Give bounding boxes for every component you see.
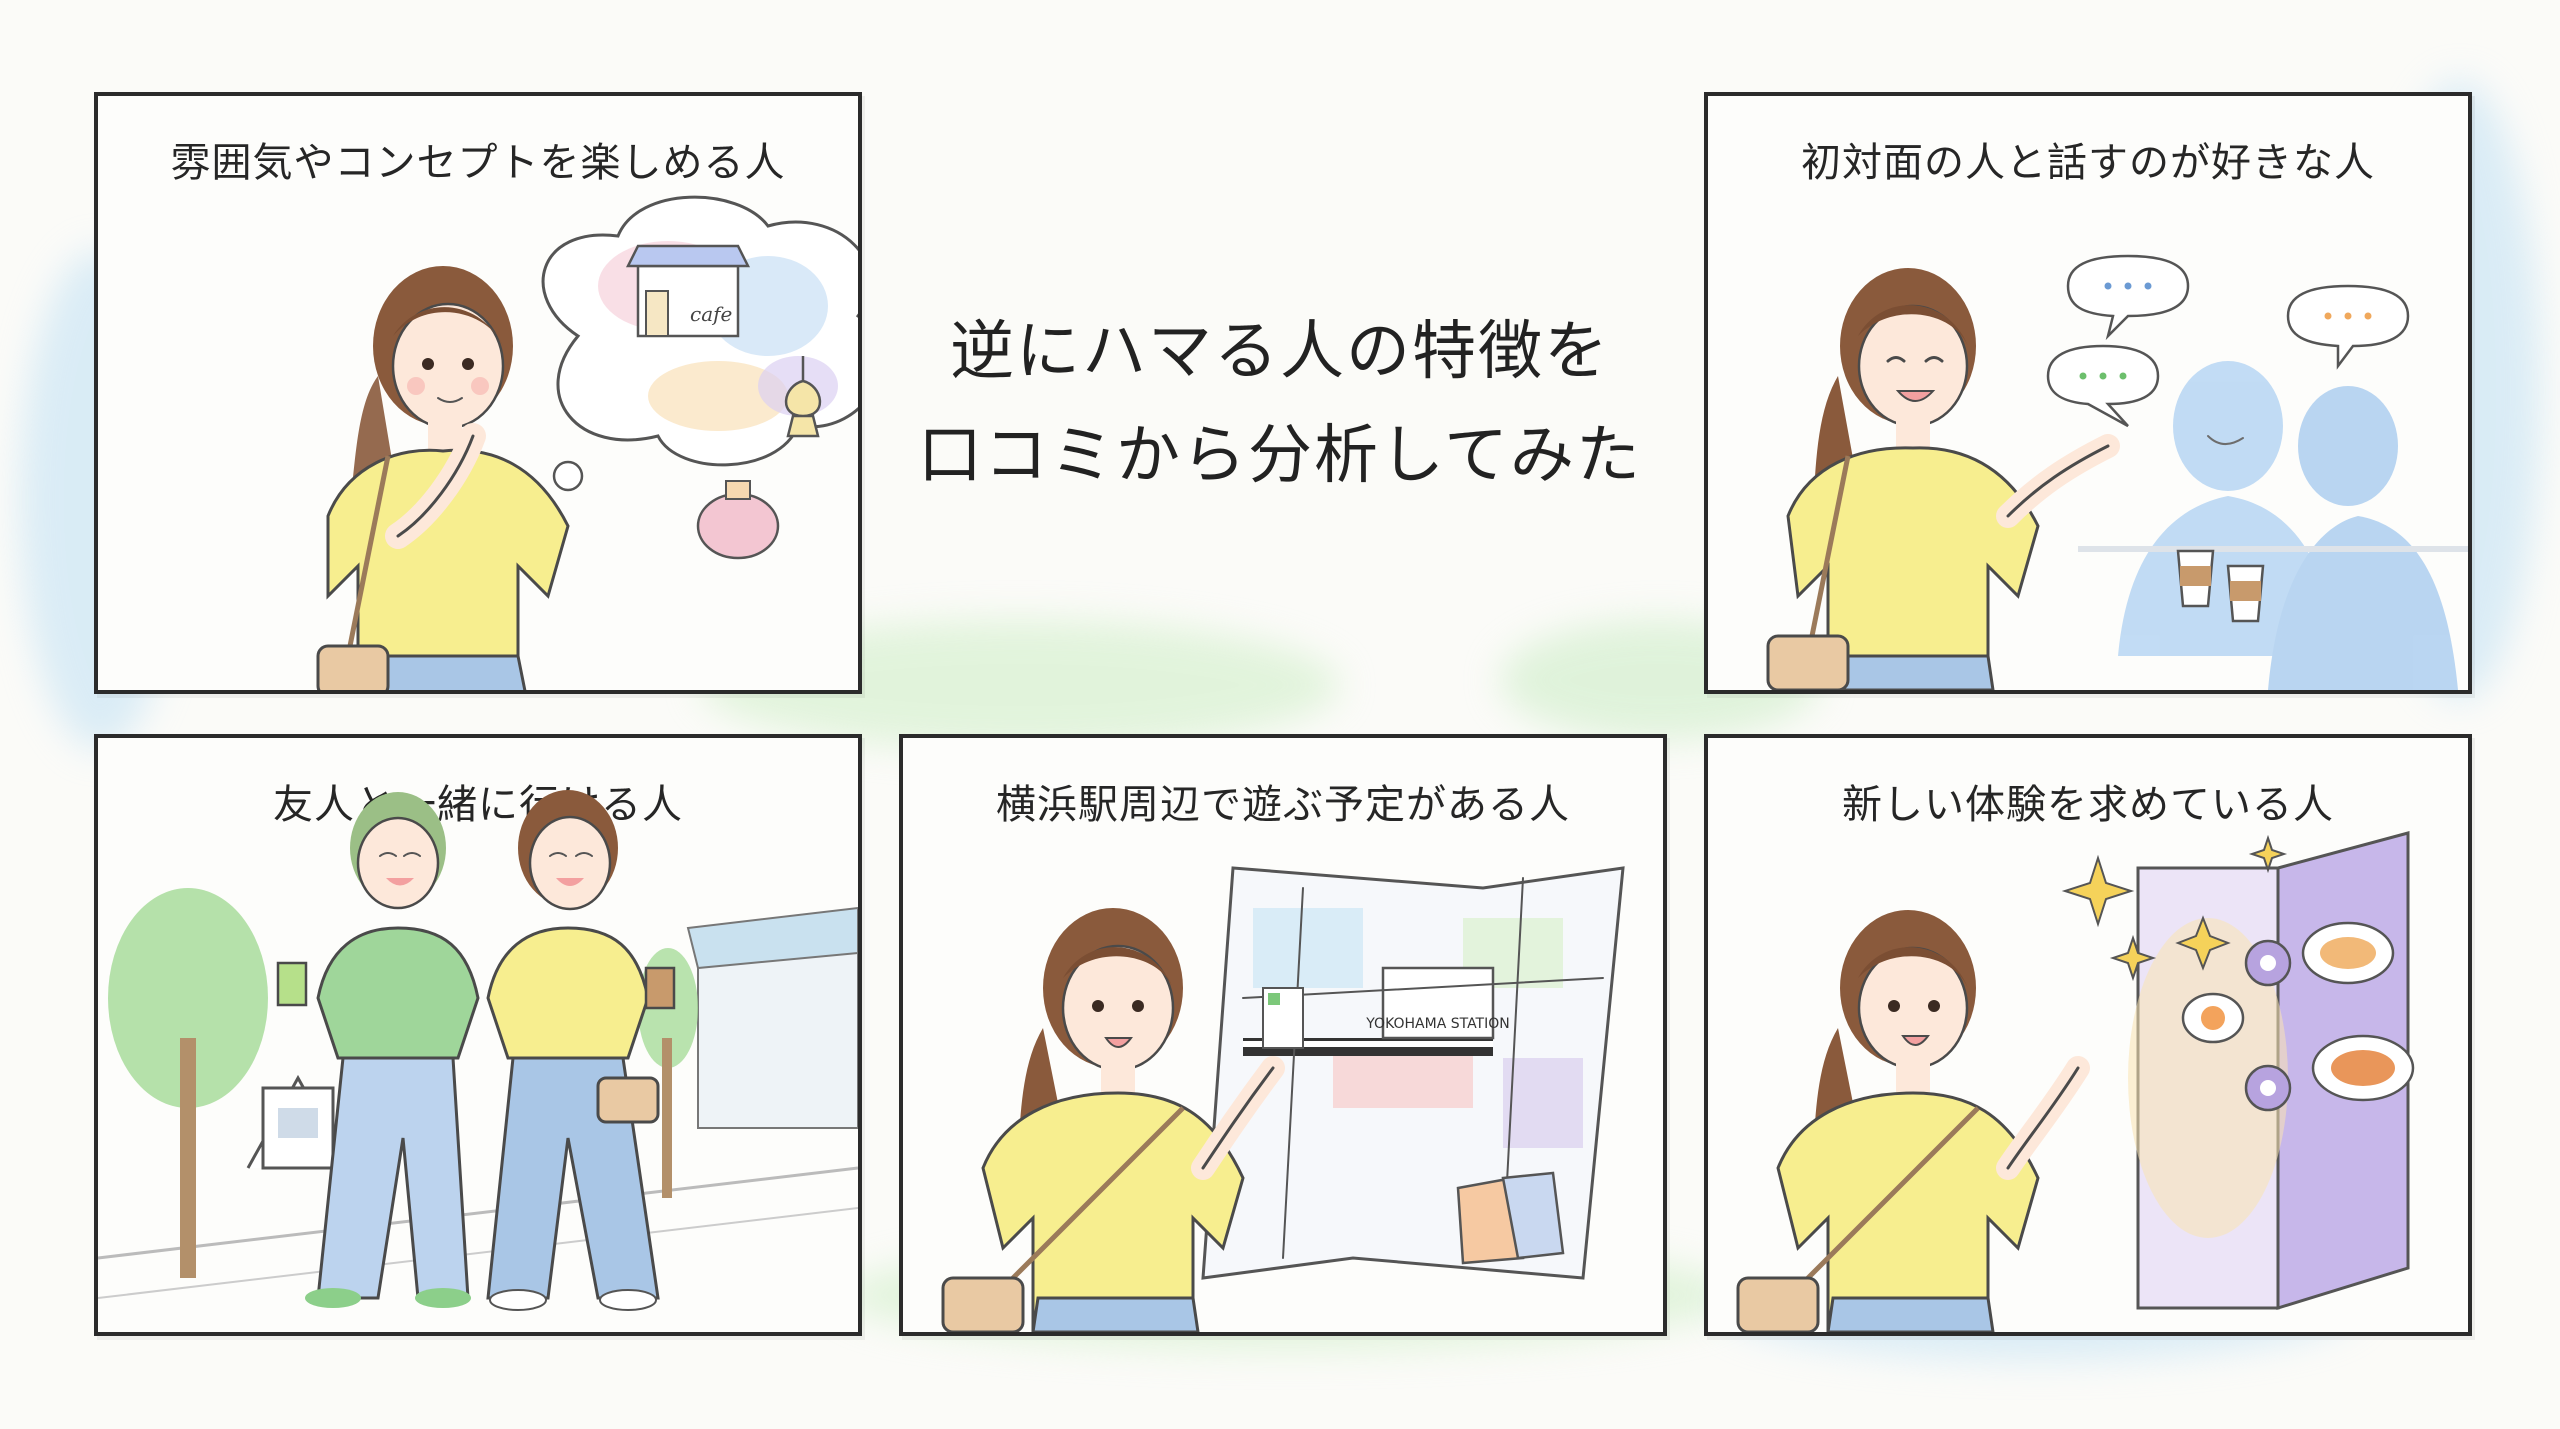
illustration-woman-door [1736,831,2415,1332]
food-plate-icon [2181,921,2415,1102]
gear-icon [2244,939,2292,1112]
woman-figure [1736,910,2090,1332]
panel-with-friends: 友人と一緒に行ける人 [94,734,862,1336]
woman-figure [316,266,570,690]
woman-figure [1766,268,2120,690]
headline-line-2: 口コミから分析してみた [917,419,1643,493]
sign-board-icon [246,1074,350,1170]
illustration-woman-talking [1766,254,2468,690]
headline: 逆にハマる人の特徴を 口コミから分析してみた [900,300,1660,508]
shopping-bag-icon [1456,1171,1565,1265]
panel-yokohama: 横浜駅周辺で遊ぶ予定がある人 YOKOHAMA STATION [899,734,1667,1336]
panel-title: 横浜駅周辺で遊ぶ予定がある人 [996,782,1570,828]
illustration-friends-walking [98,790,858,1311]
panel-title: 新しい体験を求めている人 [1842,782,2334,828]
friend-figure [276,792,480,1308]
woman-figure [486,790,676,1311]
speech-bubble-icon [2046,254,2410,428]
panel-title: 雰囲気やコンセプトを楽しめる人 [170,140,786,186]
perfume-bottle-icon [696,356,822,560]
map-label: YOKOHAMA STATION [1365,1016,1509,1032]
illustration-woman-thinking-cafe: cafe [316,195,858,690]
panel-new-experience: 新しい体験を求めている人 [1704,734,2472,1336]
coffee-cup-icon [2176,549,2265,623]
tree-icon [108,888,698,1278]
panel-title: 初対面の人と話すのが好きな人 [1801,140,2375,186]
silhouette-people [2078,361,2468,690]
cafe-sign: cafe [690,302,732,326]
panel-atmosphere: 雰囲気やコンセプトを楽しめる人 cafe [94,92,862,694]
sparkle-icon [2061,834,2288,982]
headline-line-1: 逆にハマる人の特徴を [950,315,1610,389]
panel-meeting-people: 初対面の人と話すのが好きな人 [1704,92,2472,694]
illustration-woman-map: YOKOHAMA STATION [941,866,1625,1332]
woman-figure [941,908,1285,1332]
street-background [98,906,858,1299]
panel-title: 友人と一緒に行ける人 [273,782,683,828]
cafe-storefront-icon: cafe [625,244,751,338]
